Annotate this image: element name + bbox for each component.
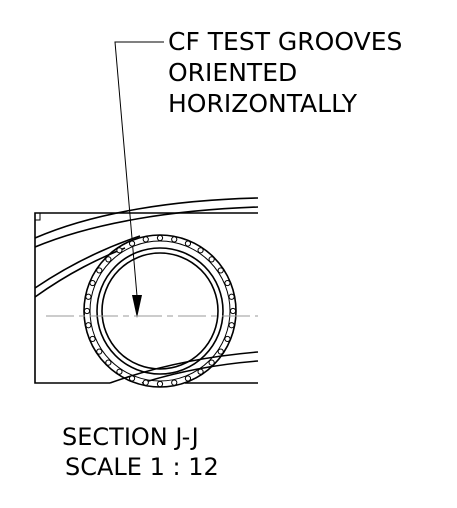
bolt-hole bbox=[217, 267, 224, 274]
leader-line bbox=[114, 41, 164, 318]
bolt-hole bbox=[197, 247, 204, 254]
bolt-hole bbox=[142, 379, 149, 386]
bolt-hole bbox=[184, 240, 192, 247]
bolt-hole bbox=[224, 335, 231, 343]
bolt-hole bbox=[128, 240, 136, 247]
flange-inner-ring bbox=[89, 240, 231, 382]
bolt-hole bbox=[156, 380, 164, 388]
port-bore-outer bbox=[96, 247, 224, 375]
bolt-hole bbox=[85, 293, 92, 300]
section-boundary bbox=[34, 212, 258, 384]
section-title: SECTION J-J bbox=[62, 423, 199, 451]
bolt-hole bbox=[228, 293, 235, 300]
bolt-hole bbox=[208, 256, 215, 263]
section-scale: SCALE 1 : 12 bbox=[65, 453, 219, 481]
shell-lower-edge-outer bbox=[34, 235, 141, 289]
bolt-hole bbox=[217, 348, 224, 355]
shell-upper-edge-outer bbox=[34, 197, 259, 239]
bolt-hole bbox=[89, 279, 96, 287]
bolt-hole-circle bbox=[83, 234, 237, 388]
bolt-hole bbox=[184, 375, 192, 382]
bolt-hole bbox=[83, 307, 91, 315]
bolt-hole bbox=[208, 359, 215, 366]
bolt-hole bbox=[89, 335, 96, 343]
shell-lower-edge-inner bbox=[34, 247, 126, 298]
bolt-hole bbox=[142, 236, 149, 243]
bolt-hole bbox=[128, 375, 136, 382]
shell-bottom-edge-1 bbox=[109, 351, 259, 384]
section-title-block: SECTION J-J SCALE 1 : 12 bbox=[62, 423, 219, 481]
bolt-hole bbox=[96, 348, 103, 355]
bolt-hole bbox=[224, 279, 231, 287]
bolt-hole bbox=[197, 368, 204, 375]
bolt-hole bbox=[229, 307, 237, 315]
corner-step bbox=[35, 213, 41, 221]
bolt-hole bbox=[171, 236, 178, 243]
annotation-line-1: CF TEST GROOVES bbox=[168, 27, 402, 56]
leader-arrowhead bbox=[132, 295, 142, 318]
port-bore-inner bbox=[101, 252, 219, 370]
bolt-hole bbox=[171, 379, 178, 386]
bolt-hole bbox=[228, 322, 235, 329]
bolt-hole bbox=[156, 234, 164, 242]
bolt-hole bbox=[96, 267, 103, 274]
bolt-hole bbox=[105, 256, 112, 263]
section-view bbox=[34, 197, 259, 388]
bolt-hole bbox=[85, 322, 92, 329]
annotation-note: CF TEST GROOVES ORIENTED HORIZONTALLY bbox=[168, 27, 402, 118]
bolt-hole bbox=[116, 368, 123, 375]
bolt-hole bbox=[105, 359, 112, 366]
annotation-line-2: ORIENTED bbox=[168, 58, 297, 87]
shell-upper-edge-inner bbox=[34, 206, 259, 248]
annotation-line-3: HORIZONTALLY bbox=[168, 89, 358, 118]
bolt-hole bbox=[116, 247, 123, 254]
